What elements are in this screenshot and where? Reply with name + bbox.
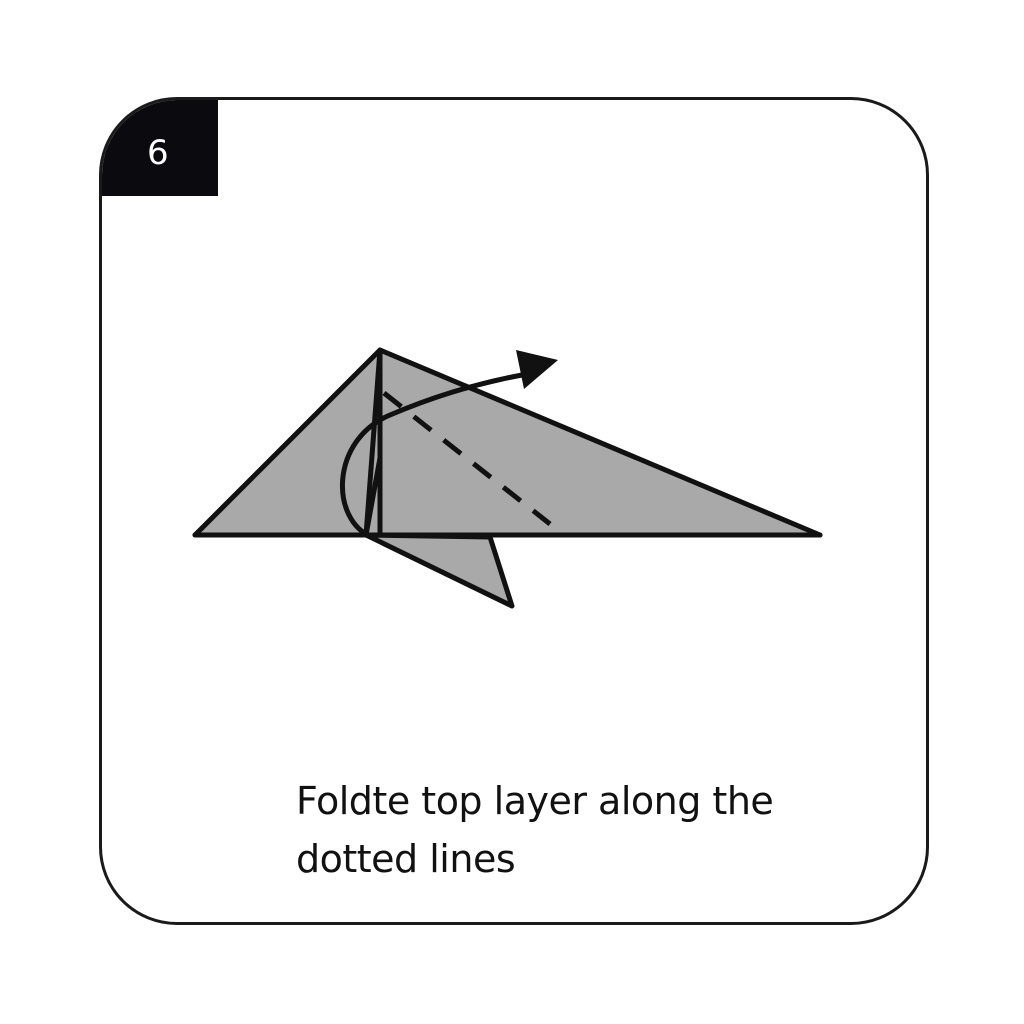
instruction-text: Foldte top layer along the dotted lines <box>296 779 774 881</box>
step-number: 6 <box>147 133 169 173</box>
step-number-badge: 6 <box>102 100 218 196</box>
